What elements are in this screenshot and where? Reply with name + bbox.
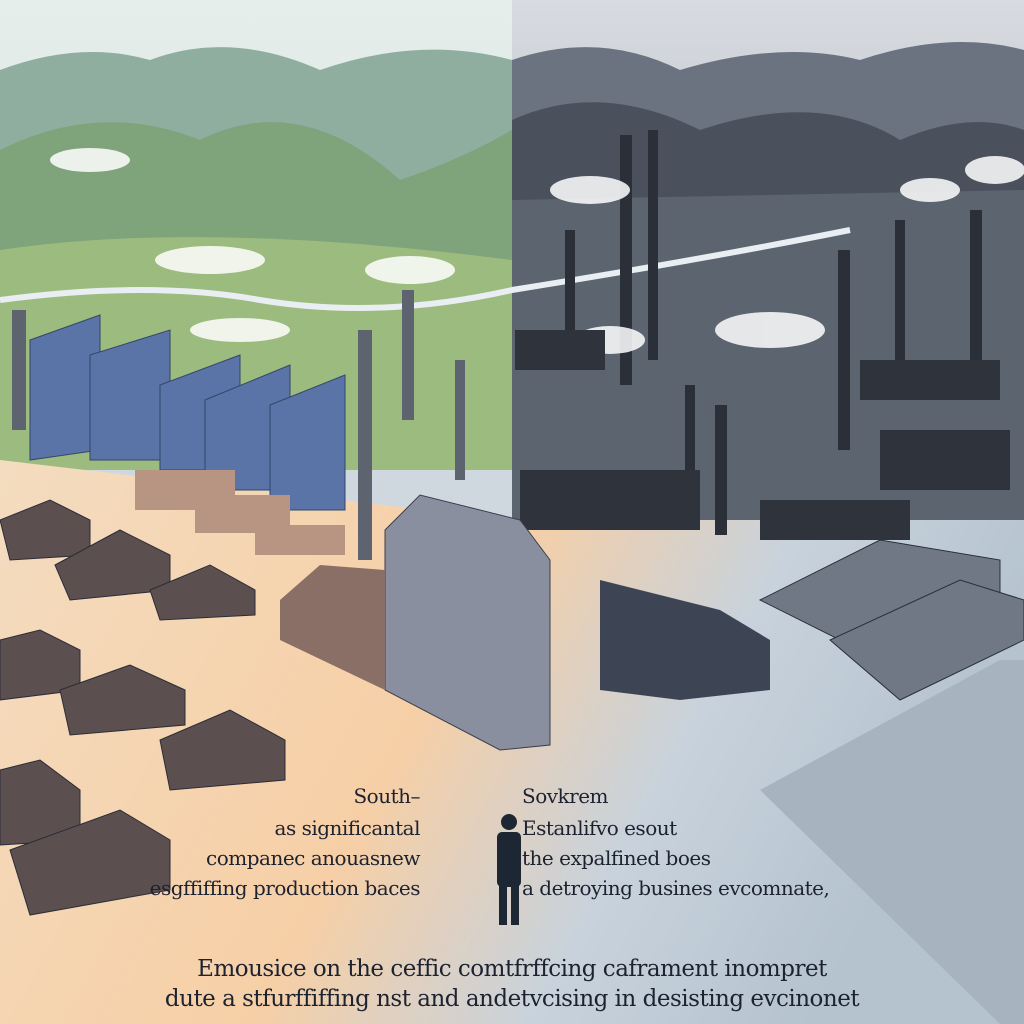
factory-machinery-right [515, 330, 1010, 540]
yard-right [760, 660, 1024, 1024]
caption-left-line-3: companec anouasnew [206, 846, 420, 870]
warehouses-right [758, 539, 1024, 701]
smoke-plumes [50, 148, 1024, 354]
central-tower [280, 494, 770, 751]
river [0, 227, 851, 311]
caption-right-line-3: the expalfined boes [522, 846, 711, 870]
barns-left [0, 499, 286, 916]
caption-right-line-2: Estanlifvo esout [522, 816, 677, 840]
caption-right-line-1: Sovkrem [522, 784, 609, 808]
caption-bottom-line-1: Emousice on the ceffic comtfrffcing cafr… [197, 956, 827, 982]
sheds-left [135, 470, 345, 555]
businessman-figure [497, 814, 521, 925]
caption-left-line-2: as significantal [274, 816, 421, 840]
caption-left-line-4: esgffiffing production baces [149, 876, 421, 900]
caption-left-line-1: South– [353, 784, 420, 808]
glass-office-buildings [29, 314, 346, 511]
caption-bottom-line-2: dute a stfurffiffing nst and andetvcisin… [164, 986, 860, 1012]
smokestacks-left [12, 290, 465, 560]
caption-right-line-4: a detroying busines evcomnate, [522, 876, 830, 900]
